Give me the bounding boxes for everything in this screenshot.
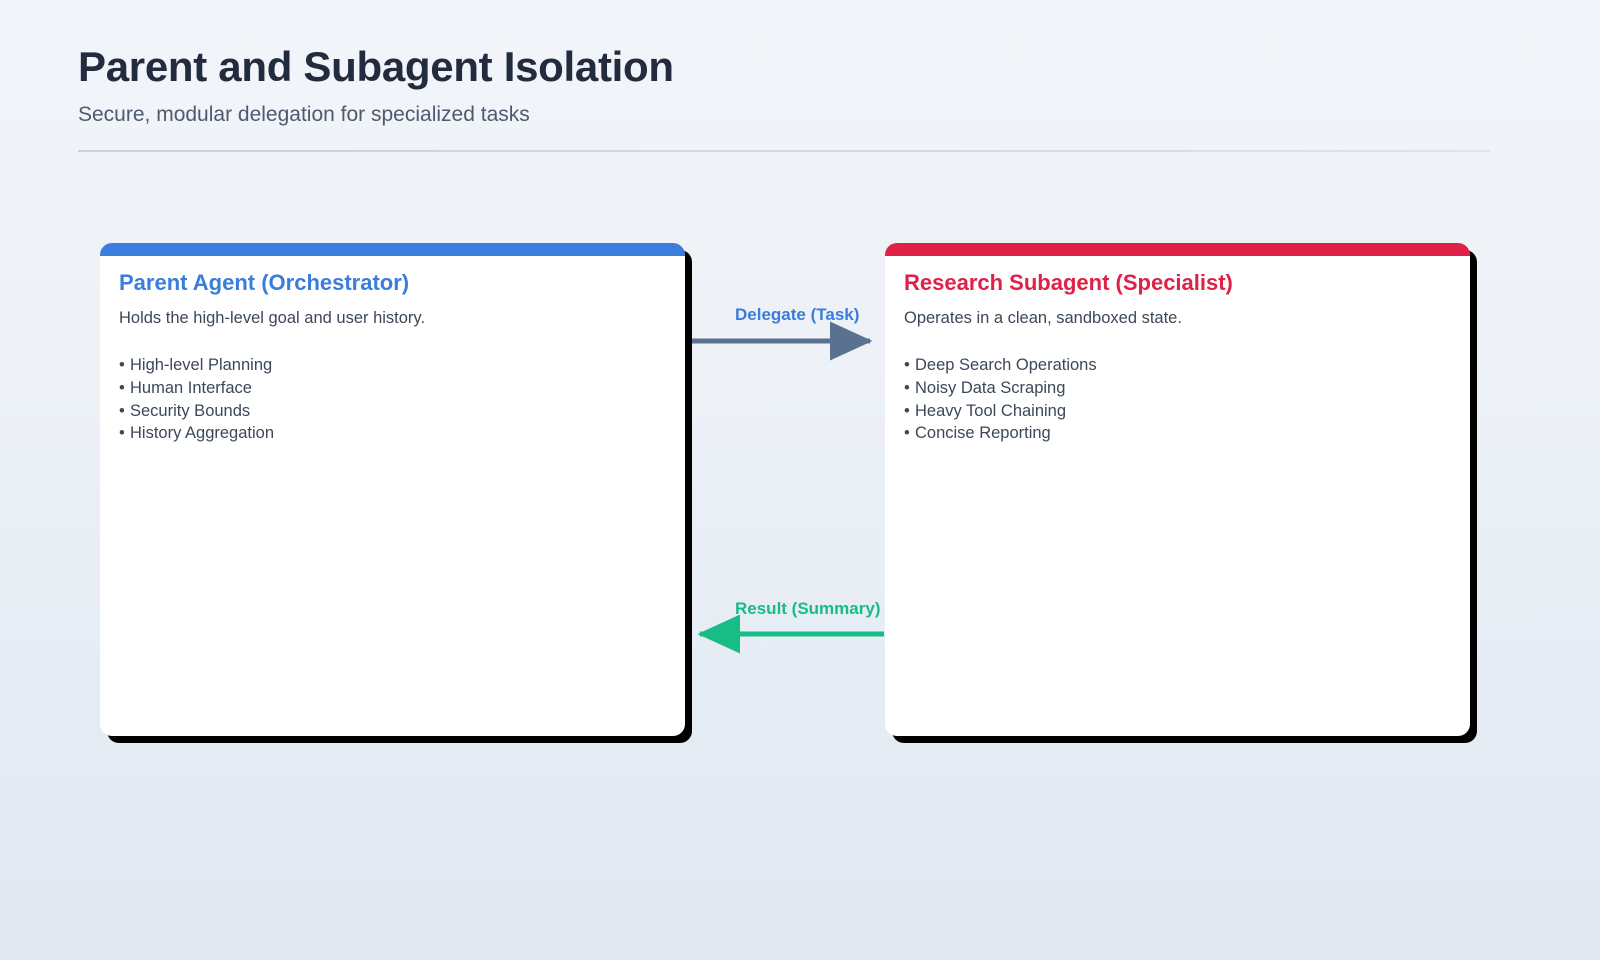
connector-label-result: Result (Summary)	[735, 599, 881, 618]
card-accent-bar-subagent	[885, 243, 1470, 256]
list-item: • High-level Planning	[119, 354, 666, 377]
connector-label-delegate: Delegate (Task)	[735, 305, 860, 324]
card-description-parent: Holds the high-level goal and user histo…	[119, 309, 426, 328]
card-title-parent: Parent Agent (Orchestrator)	[119, 270, 410, 295]
card-list-subagent: • Deep Search Operations • Noisy Data Scra…	[904, 354, 1451, 445]
list-item: • Noisy Data Scraping	[904, 377, 1451, 400]
list-item: • Human Interface	[119, 377, 666, 400]
bullet-icon: •	[119, 356, 125, 375]
list-item-label: Security Bounds	[130, 401, 251, 420]
card-description-subagent: Operates in a clean, sandboxed state.	[904, 309, 1182, 328]
list-item-label: Human Interface	[130, 378, 252, 397]
card-body-parent: Parent Agent (Orchestrator) Holds the hi…	[100, 243, 685, 445]
list-item: • Deep Search Operations	[904, 354, 1451, 377]
card-title-subagent: Research Subagent (Specialist)	[904, 270, 1233, 295]
list-item: • Heavy Tool Chaining	[904, 400, 1451, 423]
card-accent-bar-parent	[100, 243, 685, 256]
list-item: • History Aggregation	[119, 422, 666, 445]
bullet-icon: •	[119, 401, 125, 420]
list-item-label: Heavy Tool Chaining	[915, 401, 1067, 420]
bullet-icon: •	[119, 378, 125, 397]
header-divider	[78, 149, 1490, 152]
list-item: • Concise Reporting	[904, 422, 1451, 445]
list-item: • Security Bounds	[119, 400, 666, 423]
bullet-icon: •	[904, 378, 910, 397]
list-item-label: High-level Planning	[130, 356, 273, 375]
page-subtitle: Secure, modular delegation for specializ…	[78, 103, 530, 127]
list-item-label: Concise Reporting	[915, 424, 1051, 443]
bullet-icon: •	[904, 424, 910, 443]
page-title: Parent and Subagent Isolation	[78, 43, 674, 90]
page-header: Parent and Subagent Isolation Secure, mo…	[78, 44, 1490, 152]
bullet-icon: •	[904, 401, 910, 420]
card-research-subagent[interactable]: Research Subagent (Specialist) Operates …	[885, 243, 1470, 736]
list-item-label: Noisy Data Scraping	[915, 378, 1066, 397]
card-list-parent: • High-level Planning • Human Interface • S…	[119, 354, 666, 445]
bullet-icon: •	[119, 424, 125, 443]
list-item-label: Deep Search Operations	[915, 356, 1097, 375]
card-parent-agent[interactable]: Parent Agent (Orchestrator) Holds the hi…	[100, 243, 685, 736]
list-item-label: History Aggregation	[130, 424, 274, 443]
card-body-subagent: Research Subagent (Specialist) Operates …	[885, 243, 1470, 445]
bullet-icon: •	[904, 356, 910, 375]
